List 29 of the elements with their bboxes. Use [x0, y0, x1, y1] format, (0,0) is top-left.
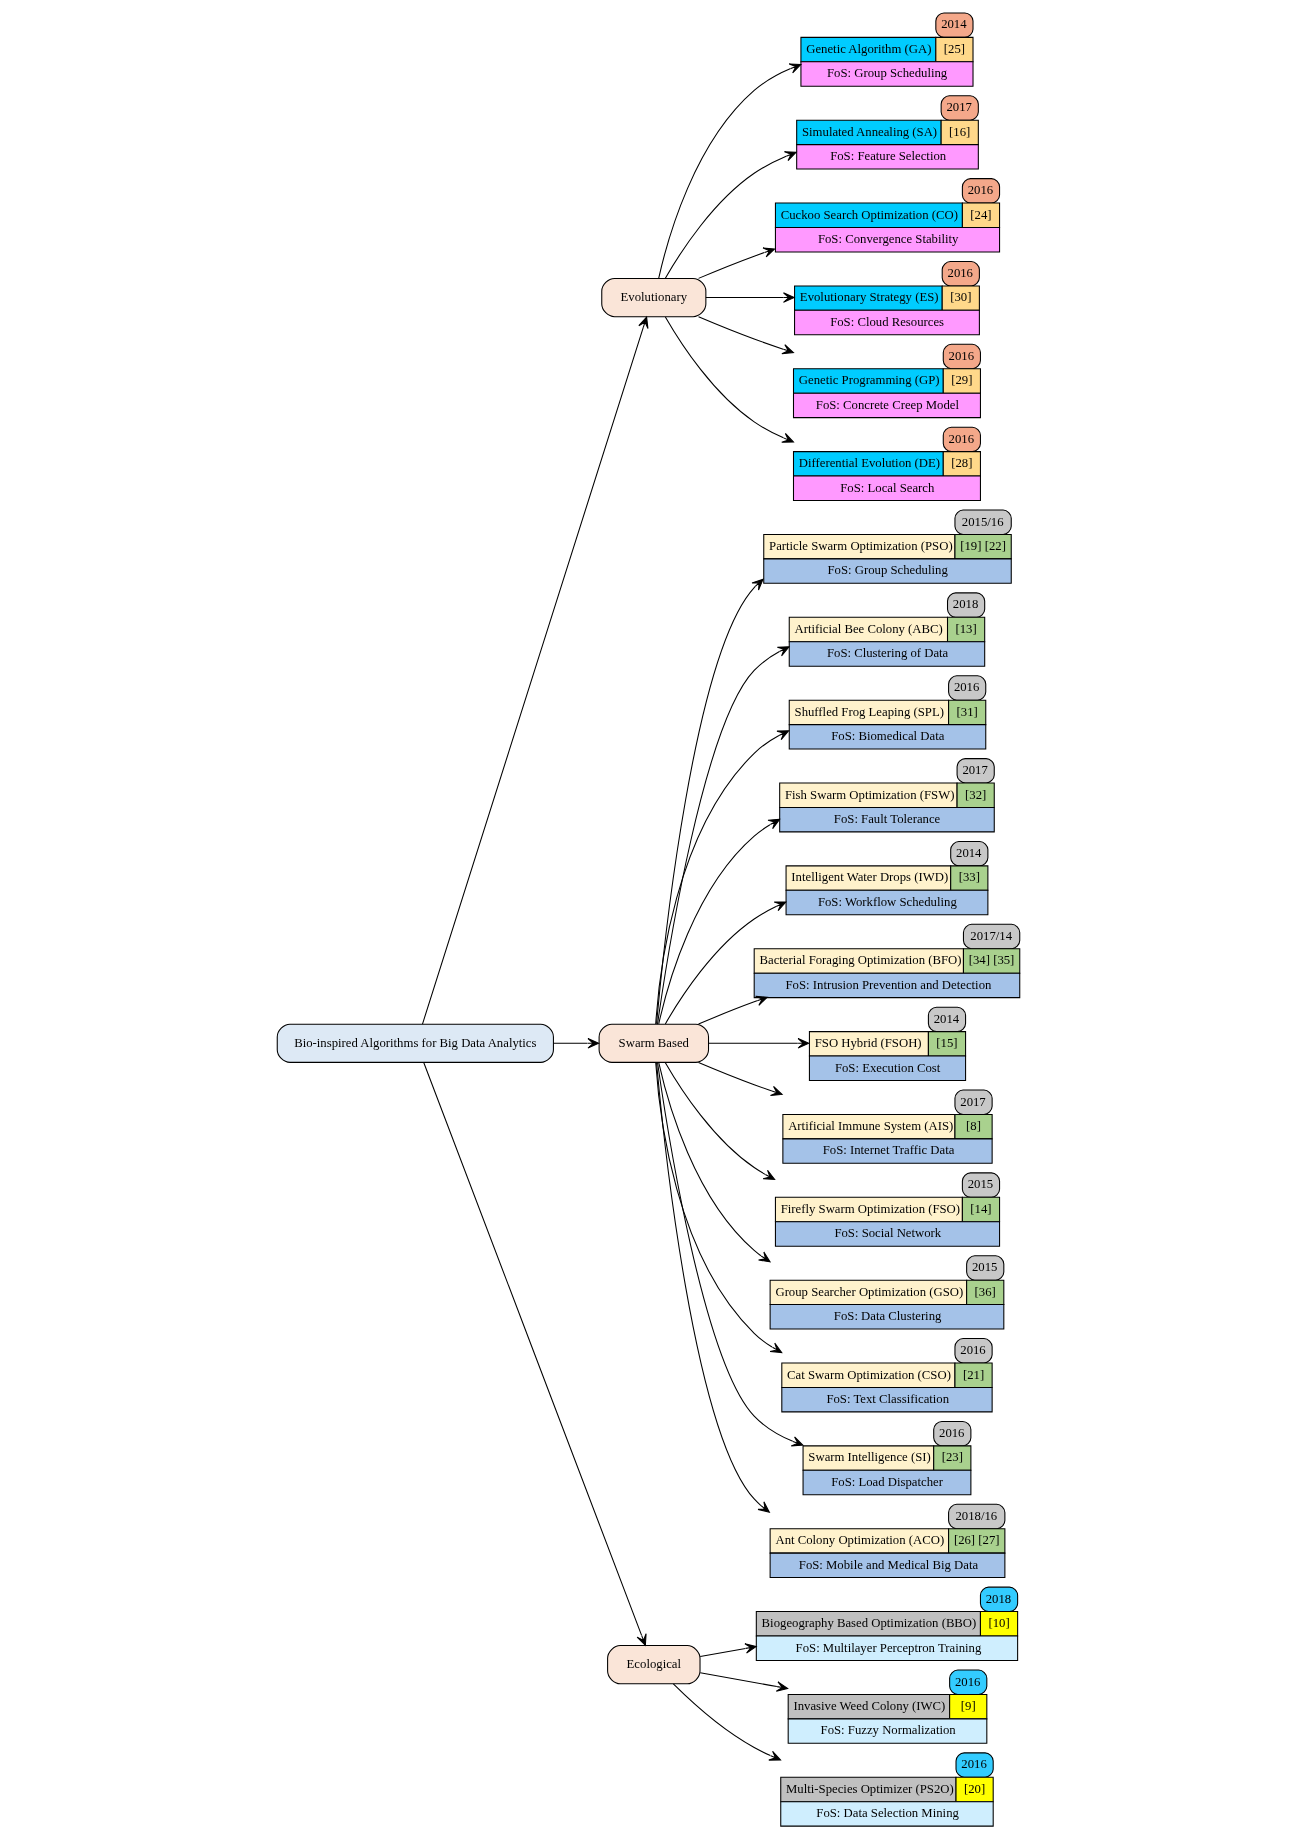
arrow	[423, 1062, 647, 1646]
arrow	[664, 901, 787, 1025]
arrow	[698, 247, 776, 279]
arrow	[698, 1061, 783, 1097]
arrow	[553, 1037, 600, 1049]
arrow	[658, 818, 781, 1025]
node-box: Swarm Based	[598, 1023, 710, 1063]
arrow	[708, 1037, 810, 1049]
arrow	[658, 1062, 771, 1263]
arrow	[657, 646, 790, 1025]
node-box: Ecological	[607, 1645, 701, 1685]
arrow	[699, 1643, 757, 1658]
arrow	[656, 1062, 770, 1513]
arrow	[664, 1062, 776, 1180]
node-box: Bio-inspired Algorithms for Big Data Analytics	[276, 1023, 554, 1063]
arrow	[664, 316, 794, 443]
arrow	[655, 730, 790, 1025]
arrow	[664, 151, 797, 279]
arrow	[698, 316, 794, 355]
arrow	[421, 316, 649, 1025]
arrow	[699, 1672, 789, 1692]
arrow	[656, 578, 764, 1025]
arrow	[705, 292, 795, 303]
arrow	[658, 63, 802, 279]
arrow	[698, 995, 768, 1025]
arrow	[657, 1061, 804, 1447]
arrow	[655, 1062, 783, 1354]
arrow	[672, 1683, 781, 1761]
node-box: Evolutionary	[601, 277, 707, 318]
